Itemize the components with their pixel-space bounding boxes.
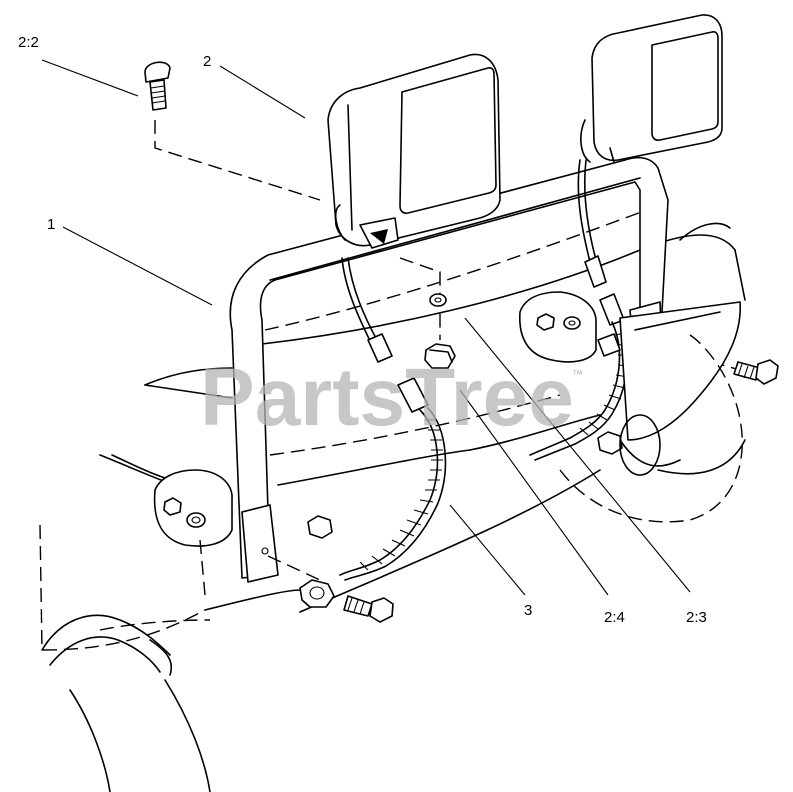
right-mount-plate [519, 291, 621, 363]
left-lamp [327, 53, 501, 249]
leader-lines [41, 59, 691, 596]
left-mount-plate [153, 469, 233, 596]
carriage-bolt [144, 61, 321, 201]
callout-2: 2 [203, 53, 211, 70]
left-hex-bolt [267, 515, 394, 623]
callout-2-2: 2:2 [18, 34, 39, 51]
watermark-trademark: ™ [572, 369, 583, 381]
mower-hood [99, 204, 746, 613]
operator-step [39, 524, 211, 792]
front-wheel [559, 301, 746, 523]
callout-2-3: 2:3 [686, 609, 707, 626]
watermark-text: PartsTree [200, 352, 574, 443]
left-wiring-harness [339, 257, 447, 581]
right-lamp [580, 14, 723, 163]
callout-1: 1 [47, 216, 55, 233]
callout-3: 3 [524, 602, 532, 619]
lamp-nut [399, 257, 456, 369]
callout-2-4: 2:4 [604, 609, 625, 626]
right-hex-bolt [597, 344, 779, 455]
